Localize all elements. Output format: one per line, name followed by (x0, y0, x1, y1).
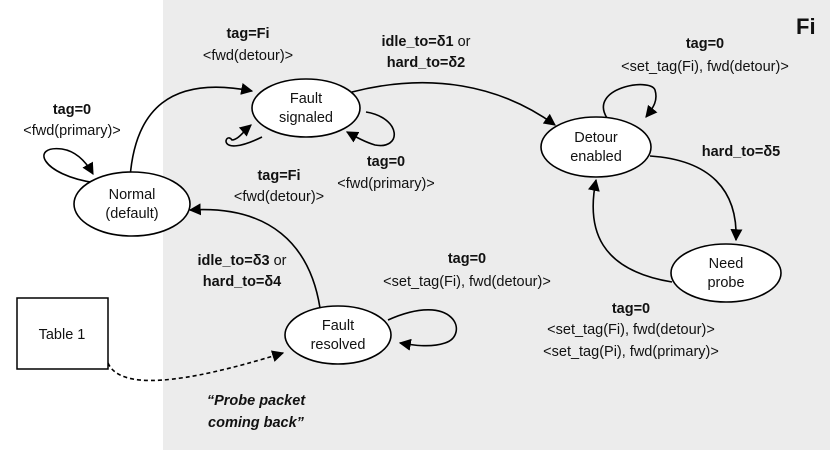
label-fs-self-left-action: <fwd(detour)> (234, 189, 324, 205)
state-fault-signaled-line2: signaled (279, 110, 333, 126)
label-fs-self-right-cond: tag=0 (367, 154, 405, 170)
edge-fault-signaled-self-right (345, 111, 395, 147)
state-fault-resolved-line2: resolved (311, 337, 366, 353)
label-fs-to-detour-line1-bold: idle_to=δ1 (382, 34, 454, 50)
label-fr-to-normal-line1-rest: or (270, 253, 287, 269)
state-fault-signaled-line1: Fault (290, 91, 322, 107)
state-fault-resolved-line1: Fault (322, 318, 354, 334)
label-probe-line2: coming back” (208, 415, 305, 431)
state-need-probe-line2: probe (707, 275, 744, 291)
state-detour-enabled-line2: enabled (570, 149, 622, 165)
label-detour-self-action: <set_tag(Fi), fwd(detour)> (621, 59, 789, 75)
state-normal-line2: (default) (105, 206, 158, 222)
label-fr-to-normal-line2: hard_to=δ4 (203, 274, 282, 290)
background-panel (163, 0, 830, 450)
label-np-to-detour-cond: tag=0 (612, 301, 650, 317)
edge-fault-signaled-to-detour (351, 81, 556, 126)
label-np-to-detour-action2: <set_tag(Pi), fwd(primary)> (543, 344, 719, 360)
label-detour-self-cond: tag=0 (686, 36, 724, 52)
edge-fault-resolved-to-normal (188, 203, 321, 309)
label-fr-self-action: <set_tag(Fi), fwd(detour)> (383, 274, 551, 290)
state-normal[interactable]: Normal (default) (73, 171, 191, 237)
state-fault-resolved[interactable]: Fault resolved (284, 305, 392, 365)
label-probe-line1: “Probe packet (207, 393, 306, 409)
edge-fault-resolved-self (387, 309, 458, 351)
state-normal-line1: Normal (109, 187, 156, 203)
state-need-probe[interactable]: Need probe (670, 243, 782, 303)
label-fs-self-left-cond: tag=Fi (257, 168, 300, 184)
label-fr-self-cond: tag=0 (448, 251, 486, 267)
label-np-to-detour-action1: <set_tag(Fi), fwd(detour)> (547, 322, 715, 338)
corner-label: Fi (796, 14, 816, 39)
label-fs-to-detour-line2: hard_to=δ2 (387, 55, 466, 71)
edge-need-probe-to-detour (588, 178, 673, 283)
state-need-probe-line1: Need (709, 256, 744, 272)
label-fr-to-normal-line1-bold: idle_to=δ3 (198, 253, 270, 269)
label-fr-to-normal-line1: idle_to=δ3 or (198, 253, 287, 269)
label-fs-to-detour-line1: idle_to=δ1 or (382, 34, 471, 50)
label-normal-self-cond: tag=0 (53, 102, 91, 118)
table-1-box[interactable]: Table 1 (16, 297, 109, 370)
state-fault-signaled[interactable]: Fault signaled (251, 78, 361, 138)
edge-detour-self (602, 83, 658, 119)
edge-table-to-fault-resolved (107, 350, 285, 382)
label-detour-to-np-cond: hard_to=δ5 (702, 144, 781, 160)
state-detour-enabled[interactable]: Detour enabled (540, 116, 652, 178)
label-normal-self-action: <fwd(primary)> (23, 123, 121, 139)
state-detour-enabled-line1: Detour (574, 130, 618, 146)
table-1-label: Table 1 (39, 327, 86, 343)
edge-detour-to-need-probe (649, 155, 743, 242)
edge-normal-self (43, 147, 97, 184)
edge-normal-to-fault-signaled (129, 83, 254, 179)
label-normal-to-fs-cond: tag=Fi (226, 26, 269, 42)
edge-fault-signaled-self-left (225, 124, 263, 147)
label-fs-self-right-action: <fwd(primary)> (337, 176, 435, 192)
label-fs-to-detour-line1-rest: or (454, 34, 471, 50)
label-normal-to-fs-action: <fwd(detour)> (203, 48, 293, 64)
